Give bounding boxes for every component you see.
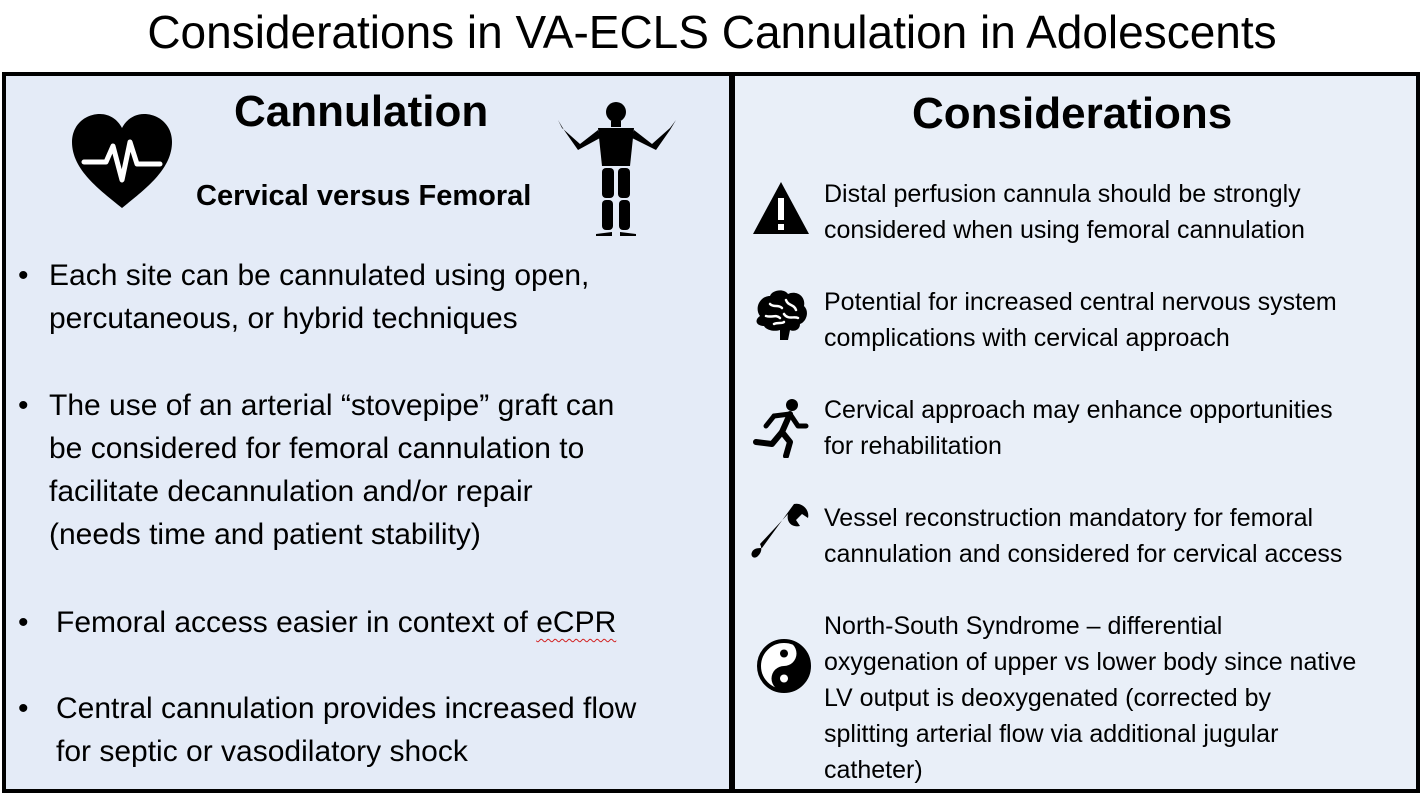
heart-pulse-icon <box>72 114 172 208</box>
consideration-text: Vessel reconstruction mandatory for femo… <box>824 504 1343 568</box>
bullet-item: • Femoral access easier in context of eC… <box>18 601 718 646</box>
bullet-text: Central cannulation provides increased f… <box>56 692 637 768</box>
wrench-icon <box>751 503 809 558</box>
cannulation-subheading: Cervical versus Femoral <box>196 180 532 212</box>
considerations-panel <box>735 76 1416 789</box>
page-title: Considerations in VA-ECLS Cannulation in… <box>147 6 1277 58</box>
brain-icon <box>756 290 807 340</box>
bullet-item: • Each site can be cannulated using open… <box>18 254 718 344</box>
warning-icon <box>753 182 809 234</box>
bullet-marker: • <box>18 389 29 422</box>
bullet-marker: • <box>18 259 29 292</box>
consideration-text: Potential for increased central nervous … <box>824 288 1337 352</box>
bullet-text: Femoral access easier in context of eCPR <box>56 601 616 644</box>
running-person-icon <box>753 399 809 458</box>
panel-divider <box>729 72 735 793</box>
bullet-marker: • <box>18 692 29 725</box>
consideration-text: North-South Syndrome – differential oxyg… <box>824 612 1357 784</box>
bullet-text-main: Femoral access easier in context of <box>56 606 537 639</box>
bullet-text: Each site can be cannulated using open, … <box>49 259 590 335</box>
spellcheck-flagged-word: eCPR <box>536 606 617 639</box>
mannequin-figure-icon <box>558 102 676 236</box>
bullet-item: • The use of an arterial “stovepipe” gra… <box>18 384 718 560</box>
yin-yang-icon <box>757 639 811 693</box>
bullet-item: • Central cannulation provides increased… <box>18 687 718 777</box>
consideration-text: Cervical approach may enhance opportunit… <box>824 396 1333 460</box>
considerations-heading: Considerations <box>912 89 1233 138</box>
consideration-text: Distal perfusion cannula should be stron… <box>824 180 1305 244</box>
bullet-marker: • <box>18 606 29 639</box>
bullet-text: The use of an arterial “stovepipe” graft… <box>49 389 615 551</box>
cannulation-heading: Cannulation <box>234 87 489 136</box>
